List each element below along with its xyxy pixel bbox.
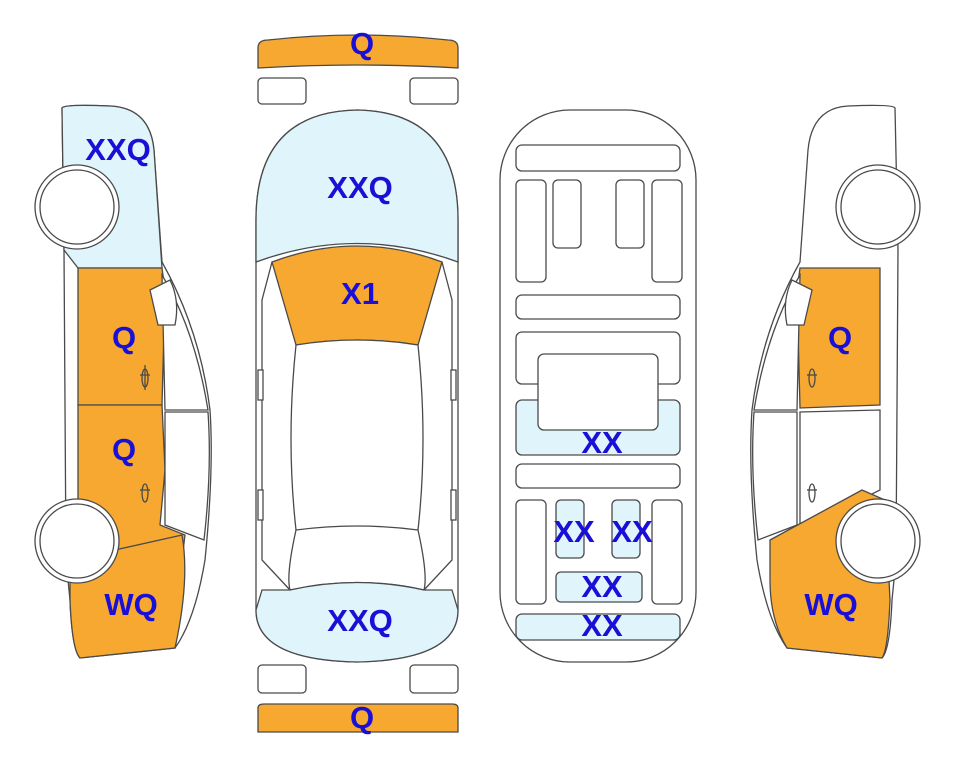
- right-quarter-label: WQ: [804, 587, 857, 622]
- left-front-door-label: Q: [112, 320, 136, 355]
- hood-label: XXQ: [327, 170, 392, 205]
- front-bumper-panel[interactable]: [257, 34, 459, 69]
- underbody-view: [499, 109, 697, 663]
- floor-rear-left-label: XX: [553, 514, 595, 549]
- right-side-view: [750, 104, 921, 659]
- trunk-panel[interactable]: [255, 581, 459, 663]
- front-bumper-label: Q: [350, 26, 374, 61]
- floor-rear-left-panel[interactable]: [555, 499, 585, 559]
- floor-tail-label: XX: [581, 608, 623, 643]
- left-side-view: [34, 104, 212, 659]
- floor-rear-bar-label: XX: [581, 569, 623, 604]
- trunk-label: XXQ: [327, 603, 392, 638]
- floor-rear-bar-panel[interactable]: [555, 571, 643, 603]
- rear-bumper-panel[interactable]: [257, 703, 459, 733]
- hood-panel[interactable]: [255, 109, 459, 263]
- floor-tail-panel[interactable]: [515, 613, 681, 641]
- floor-rear-right-panel[interactable]: [611, 499, 641, 559]
- floor-mid-label: XX: [581, 425, 623, 460]
- rear-bumper-label: Q: [350, 700, 374, 735]
- windshield-label: X1: [341, 276, 379, 311]
- left-fender-label: XXQ: [85, 132, 150, 167]
- floor-rear-right-label: XX: [611, 514, 653, 549]
- left-rear-door-label: Q: [112, 432, 136, 467]
- top-view: [255, 34, 459, 733]
- right-front-door-label: Q: [828, 320, 852, 355]
- left-quarter-label: WQ: [104, 587, 157, 622]
